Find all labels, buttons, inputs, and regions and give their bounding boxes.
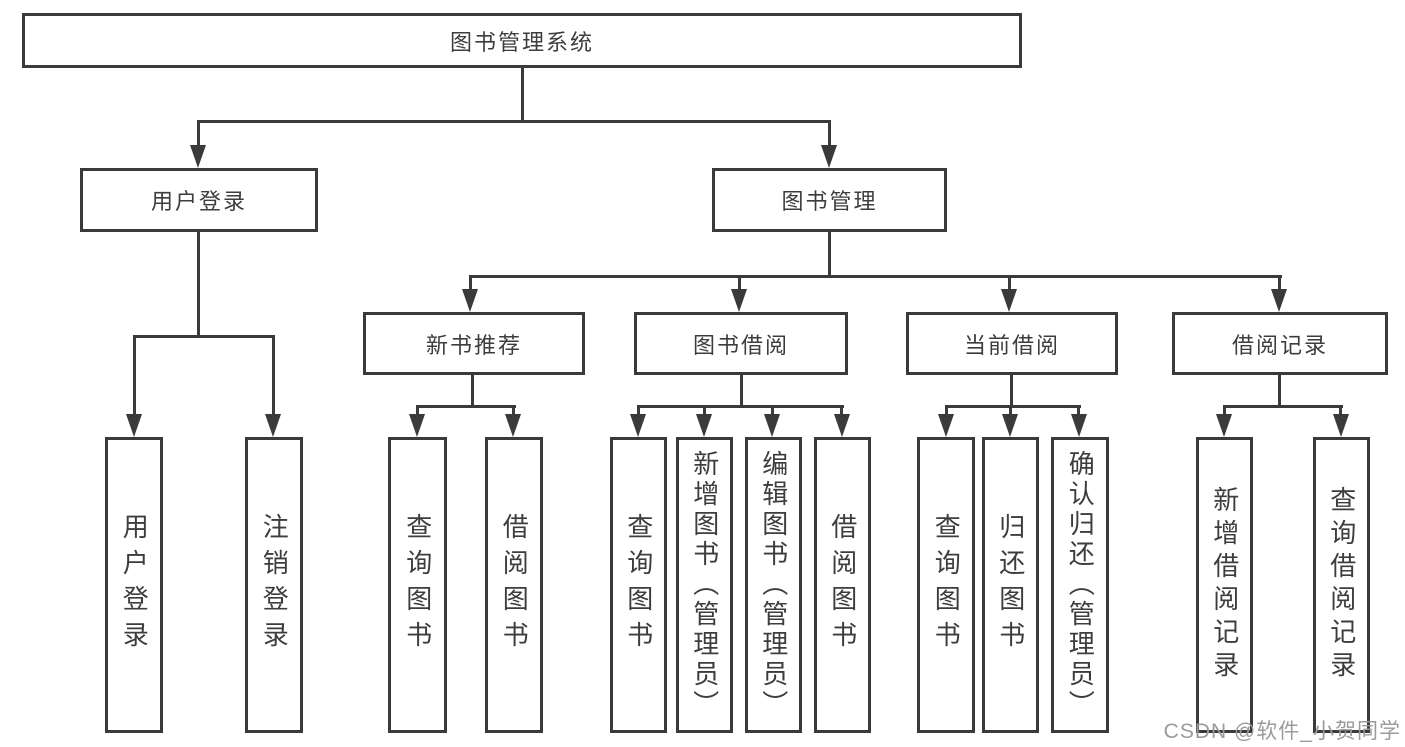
connector-root-bar <box>197 120 831 123</box>
connector-current-drop <box>945 405 948 417</box>
arrow-down-icon <box>821 145 837 168</box>
arrow-down-icon <box>1216 414 1232 437</box>
leaf-query-borrow-record: 查询借阅记录 <box>1313 437 1370 733</box>
node-label: 用户登录 <box>119 513 150 657</box>
connector-records-drop <box>1223 405 1226 417</box>
leaf-logout: 注销登录 <box>245 437 303 733</box>
connector-login-bar <box>133 335 275 338</box>
arrow-down-icon <box>1002 414 1018 437</box>
csdn-watermark: CSDN @软件_小贺同学 <box>1163 720 1401 743</box>
node-label: 新增借阅记录 <box>1209 486 1240 684</box>
node-book-borrow: 图书借阅 <box>634 312 848 375</box>
leaf-edit-book-admin: 编辑图书（管理员） <box>745 437 802 733</box>
leaf-user-login: 用户登录 <box>105 437 163 733</box>
leaf-query-book: 查询图书 <box>388 437 447 733</box>
node-label: 图书管理系统 <box>449 29 594 55</box>
leaf-add-borrow-record: 新增借阅记录 <box>1196 437 1253 733</box>
node-label: 确认归还（管理员） <box>1065 450 1096 720</box>
connector-mgmt-drop <box>738 275 741 291</box>
leaf-return-book: 归还图书 <box>982 437 1039 733</box>
node-label: 新增图书（管理员） <box>689 450 720 720</box>
connector-current-drop <box>1077 405 1080 417</box>
connector-current-stem <box>1010 375 1013 405</box>
node-label: 新书推荐 <box>425 332 522 358</box>
node-current-borrow: 当前借阅 <box>906 312 1118 375</box>
arrow-down-icon <box>409 414 425 437</box>
connector-borrow-bar <box>637 405 844 408</box>
arrow-down-icon <box>764 414 780 437</box>
connector-root-right <box>828 120 831 147</box>
node-label: 用户登录 <box>150 189 247 214</box>
leaf-query-book: 查询图书 <box>610 437 667 733</box>
connector-borrow-drop <box>771 405 774 417</box>
node-label: 注销登录 <box>259 513 290 657</box>
leaf-borrow-book: 借阅图书 <box>485 437 543 733</box>
node-library-system: 图书管理系统 <box>22 13 1022 68</box>
leaf-add-book-admin: 新增图书（管理员） <box>676 437 733 733</box>
leaf-query-book: 查询图书 <box>917 437 975 733</box>
node-label: 查询图书 <box>623 513 654 657</box>
arrow-down-icon <box>1071 414 1087 437</box>
connector-borrow-stem <box>740 375 743 405</box>
node-label: 查询图书 <box>931 513 962 657</box>
node-new-book-recommend: 新书推荐 <box>363 312 585 375</box>
arrow-down-icon <box>1333 414 1349 437</box>
connector-records-drop <box>1339 405 1342 417</box>
connector-mgmt-drop <box>1278 275 1281 291</box>
node-label: 借阅图书 <box>827 513 858 657</box>
arrow-down-icon <box>1001 289 1017 312</box>
connector-mgmt-bar <box>469 275 1282 278</box>
connector-current-drop <box>1009 405 1012 417</box>
node-label: 归还图书 <box>995 513 1026 657</box>
connector-borrow-drop <box>703 405 706 417</box>
arrow-down-icon <box>505 414 521 437</box>
arrow-down-icon <box>265 414 281 437</box>
connector-root-stem <box>521 68 524 120</box>
connector-recommend-drop <box>416 405 419 417</box>
arrow-down-icon <box>190 145 206 168</box>
connector-recommend-bar <box>416 405 516 408</box>
connector-current-bar <box>945 405 1081 408</box>
node-label: 借阅图书 <box>499 513 530 657</box>
connector-mgmt-drop <box>469 275 472 291</box>
leaf-borrow-book: 借阅图书 <box>814 437 871 733</box>
connector-login-left <box>133 335 136 416</box>
arrow-down-icon <box>834 414 850 437</box>
node-label: 编辑图书（管理员） <box>758 450 789 720</box>
node-label: 借阅记录 <box>1231 332 1328 358</box>
arrow-down-icon <box>630 414 646 437</box>
connector-records-stem <box>1278 375 1281 405</box>
arrow-down-icon <box>696 414 712 437</box>
arrow-down-icon <box>126 414 142 437</box>
connector-recommend-drop <box>512 405 515 417</box>
connector-borrow-drop <box>637 405 640 417</box>
connector-login-right <box>272 335 275 416</box>
connector-mgmt-stem <box>828 232 831 275</box>
node-label: 查询图书 <box>402 513 433 657</box>
node-label: 图书管理 <box>781 189 878 214</box>
arrow-down-icon <box>938 414 954 437</box>
arrow-down-icon <box>462 289 478 312</box>
node-user-login: 用户登录 <box>80 168 318 232</box>
node-label: 图书借阅 <box>692 332 789 358</box>
connector-recommend-stem <box>471 375 474 405</box>
arrow-down-icon <box>1271 289 1287 312</box>
node-borrow-records: 借阅记录 <box>1172 312 1388 375</box>
connector-borrow-drop <box>840 405 843 417</box>
node-label: 查询借阅记录 <box>1326 486 1357 684</box>
arrow-down-icon <box>731 289 747 312</box>
connector-mgmt-drop <box>1008 275 1011 291</box>
connector-root-left <box>197 120 200 147</box>
connector-records-bar <box>1223 405 1343 408</box>
connector-login-stem <box>197 232 200 335</box>
node-label: 当前借阅 <box>963 332 1060 358</box>
leaf-confirm-return-admin: 确认归还（管理员） <box>1051 437 1109 733</box>
node-book-management: 图书管理 <box>712 168 947 232</box>
